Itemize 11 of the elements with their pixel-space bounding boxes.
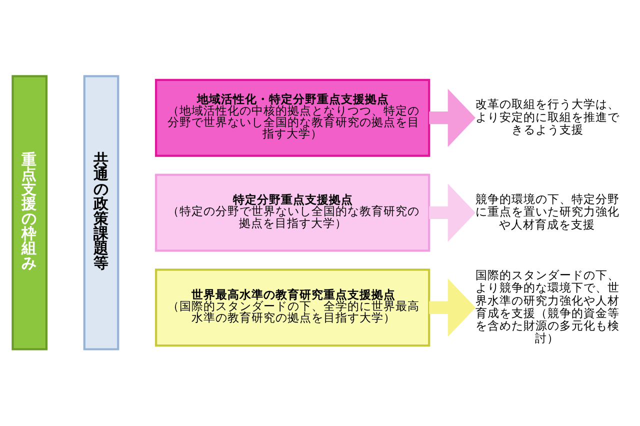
arrow (429, 88, 476, 147)
arrow (429, 278, 476, 337)
node-text: 改革の取組を行う大学は、より安定的に取組を推進できるよう支援 (475, 97, 620, 136)
node-box: 共通の政策課題等 (83, 75, 120, 350)
arrow (429, 184, 476, 242)
node-box: 特定分野重点支援拠点 （特定の分野で世界ないし全国的な教育研究の拠点を目指す大学） (155, 174, 430, 252)
node-box: 重点支援の枠組み (12, 75, 48, 350)
node-text: 競争的環境の下、特定分野に重点を置いた研究力強化や人材育成を支援 (475, 192, 620, 232)
node-box: 地域活性化・特定分野重点支援拠点 （地域活性化の中核的拠点となりつつ、特定の分野で世界ないし全国的な教育研究の拠点を目指す大学） (155, 78, 430, 157)
node-box: 世界最高水準の教育研究重点支援拠点 （国際的スタンダードの下、全学的に世界最高水準の教育研究の拠点を目指す大学） (155, 268, 430, 347)
node-text: 国際的スタンダードの下、より競争的な環境下で、世界水準の研究力強化や人材育成を支援（競争的資金等を含めた財源の多元化も検討） (475, 268, 620, 346)
